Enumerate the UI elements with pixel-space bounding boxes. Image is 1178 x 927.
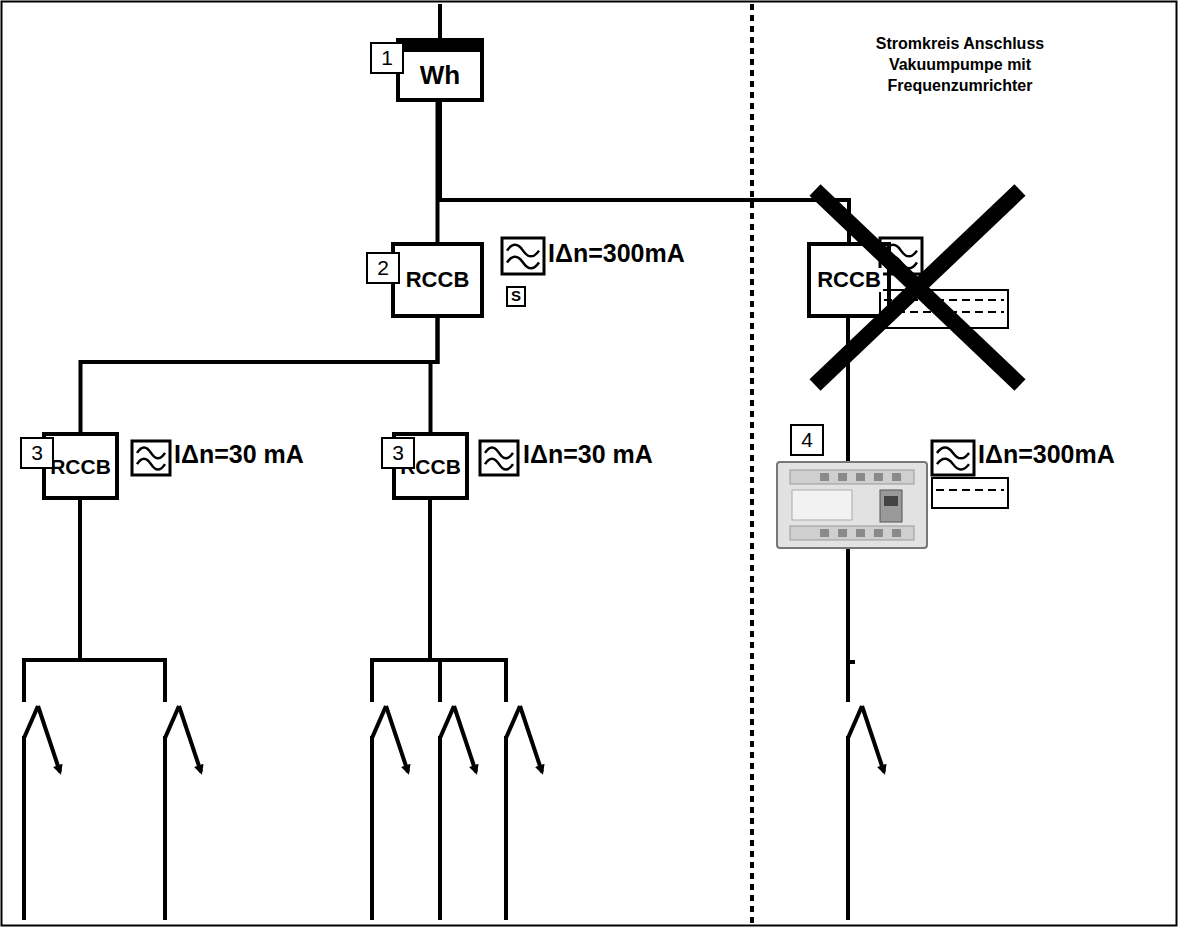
- separator-line: [750, 4, 754, 923]
- breaker-contact: [24, 706, 38, 738]
- wave: [507, 245, 539, 257]
- wave: [137, 459, 165, 470]
- callout-number: 3: [20, 437, 54, 469]
- terminal: [820, 473, 829, 481]
- rccb-box: RCCB: [391, 242, 484, 318]
- breaker-contact: [506, 706, 520, 738]
- wire: [440, 102, 849, 242]
- breaker-contact: [848, 706, 862, 738]
- wire: [431, 318, 438, 432]
- rated-current: IΔn=300mA: [978, 441, 1115, 469]
- rated-current: IΔn=30 mA: [174, 441, 304, 469]
- feed-wire: [438, 4, 442, 38]
- callout-number: 1: [370, 42, 404, 74]
- wave: [485, 459, 513, 470]
- node-text: Wh: [420, 62, 460, 88]
- rcd-device: [777, 462, 927, 548]
- breaker-contact: [440, 706, 454, 738]
- bus-wires: [24, 318, 855, 920]
- terminal: [838, 473, 847, 481]
- breaker-blade: [862, 706, 884, 772]
- terminal: [892, 529, 901, 537]
- wave: [137, 447, 165, 458]
- rccb-box: RCCB: [807, 242, 891, 318]
- node-text: RCCB: [815, 268, 883, 292]
- breaker-blade: [386, 706, 408, 772]
- callout-number: 2: [366, 252, 400, 284]
- terminal: [874, 473, 883, 481]
- callout-number: 3: [381, 437, 415, 469]
- rated-current: IΔn=300mA: [548, 240, 685, 268]
- circuit-breakers: [20, 702, 884, 772]
- selective-mark: S: [506, 286, 526, 307]
- terminal: [856, 473, 865, 481]
- wire: [81, 318, 438, 432]
- callout-number: 4: [790, 424, 824, 456]
- terminal: [892, 473, 901, 481]
- cross-stroke: [815, 190, 1020, 385]
- wave: [937, 459, 969, 470]
- wave: [485, 447, 513, 458]
- node-text: RCCB: [406, 269, 470, 291]
- circuit-heading: Stromkreis Anschluss Vakuumpumpe mit Fre…: [820, 34, 1100, 96]
- terminal: [838, 529, 847, 537]
- terminal: [874, 529, 883, 537]
- breaker-blade: [179, 706, 201, 772]
- breaker-contact: [372, 706, 386, 738]
- breaker-blade: [454, 706, 476, 772]
- node-text: RCCB: [50, 456, 111, 477]
- breaker-blade: [38, 706, 60, 772]
- energy-meter-box: Wh: [396, 38, 484, 102]
- terminal: [820, 529, 829, 537]
- terminal: [856, 529, 865, 537]
- breaker-contact: [165, 706, 179, 738]
- wave: [937, 447, 969, 458]
- cross-stroke: [815, 190, 1020, 385]
- wave: [507, 257, 539, 269]
- rated-current: IΔn=30 mA: [523, 441, 653, 469]
- breaker-blade: [520, 706, 542, 772]
